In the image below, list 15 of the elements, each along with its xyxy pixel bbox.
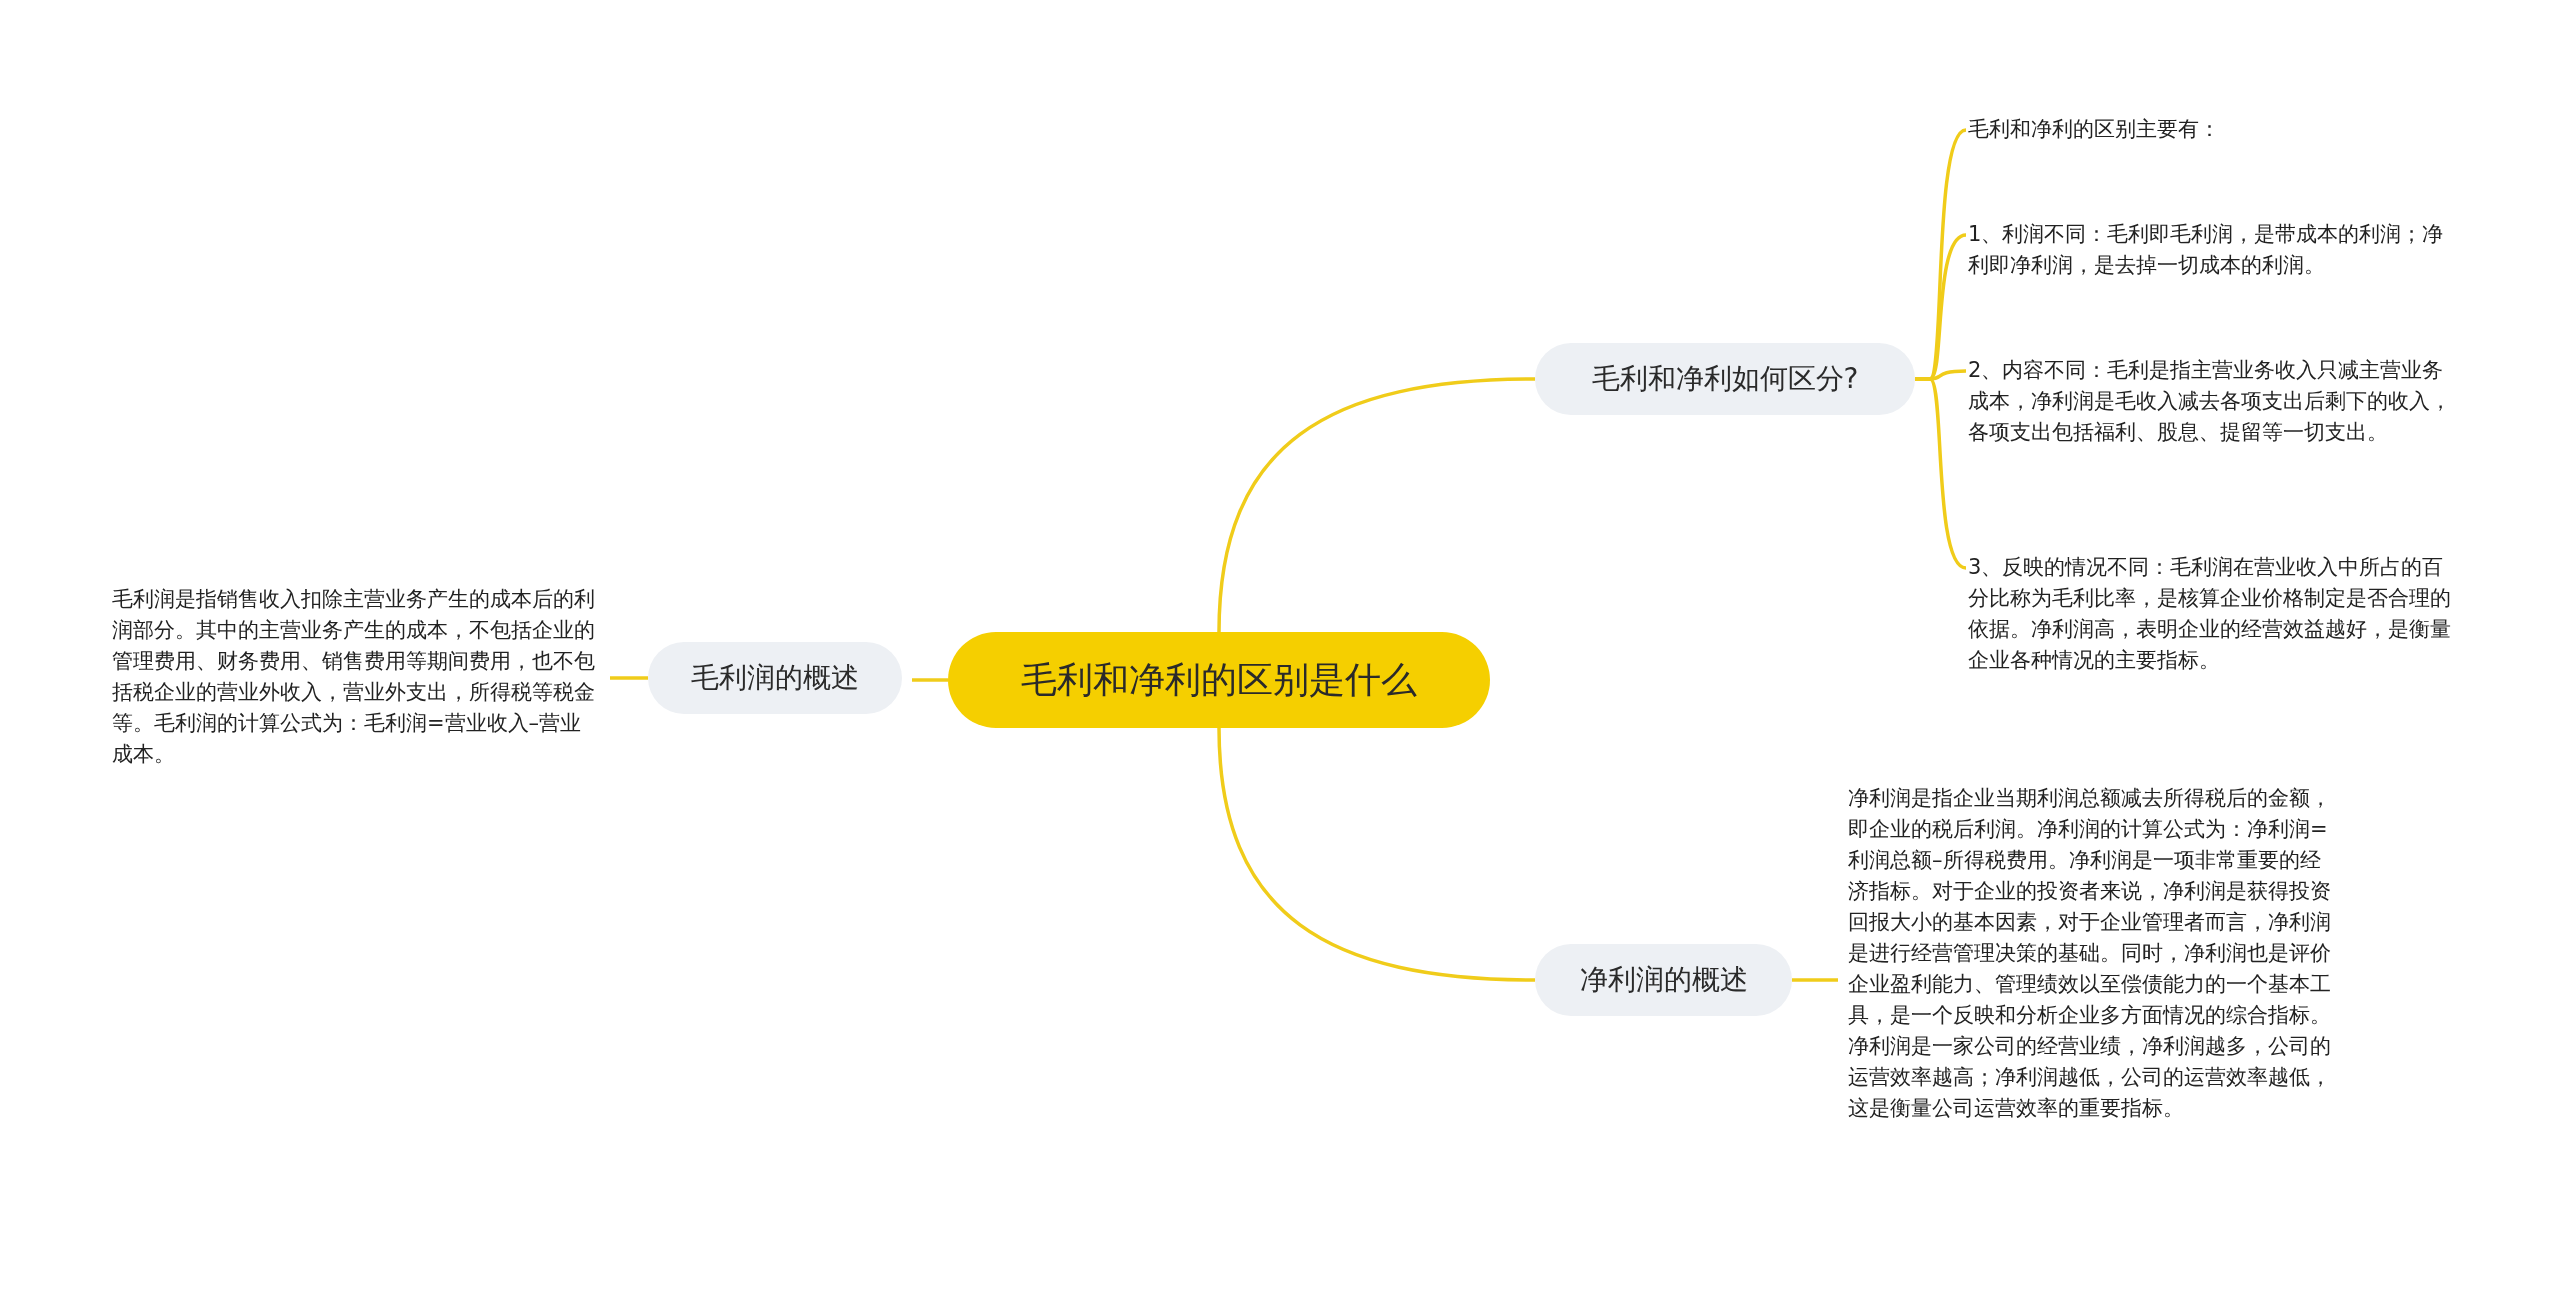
connector-line: [1217, 377, 1536, 633]
topic-pill: 毛利润的概述: [648, 642, 902, 714]
central-topic: 毛利和净利的区别是什么: [948, 632, 1490, 728]
note-text: 毛利和净利的区别主要有：: [1968, 114, 2458, 145]
note-text: 3、反映的情况不同：毛利润在营业收入中所占的百分比称为毛利比率，是核算企业价格制定是否合理的依据。净利润高，表明企业的经营效益越好，是衡量企业各种情况的主要指标。: [1968, 552, 2458, 676]
note-text: 毛利润是指销售收入扣除主营业务产生的成本后的利润部分。其中的主营业务产生的成本，不包括企业的管理费用、财务费用、销售费用等期间费用，也不包括税企业的营业外收入，营业外支出，所得税等税金等。毛利润的计算公式为：毛利润=营业收入–营业成本。: [112, 584, 600, 770]
note-text: 2、内容不同：毛利是指主营业务收入只减主营业务成本，净利润是毛收入减去各项支出后剩下的收入，各项支出包括福利、股息、提留等一切支出。: [1968, 355, 2458, 448]
note-text: 1、利润不同：毛利即毛利润，是带成本的利润；净利即净利润，是去掉一切成本的利润。: [1968, 219, 2458, 281]
connector-line: [1217, 727, 1536, 982]
connector-line: [1792, 978, 1838, 982]
topic-pill: 净利润的概述: [1535, 944, 1792, 1016]
connector-line: [912, 678, 948, 682]
note-text: 净利润是指企业当期利润总额减去所得税后的金额，即企业的税后利润。净利润的计算公式为：净利润=利润总额–所得税费用。净利润是一项非常重要的经济指标。对于企业的投资者来说，净利润是获得投资回报大小的基本因素，对于企业管理者而言，净利润是进行经营管理决策的基础。同时，净利润也是评价企业盈利能力、管理绩效以至偿债能力的一个基本工具，是一个反映和分析企业多方面情况的综合指标。净利润是一家公司的经营业绩，净利润越多，公司的运营效率越高；净利润越低，公司的运营效率越低，这是衡量公司运营效率的重要指标。: [1848, 783, 2334, 1124]
connector-line: [610, 676, 648, 680]
topic-pill: 毛利和净利如何区分?: [1535, 343, 1915, 415]
